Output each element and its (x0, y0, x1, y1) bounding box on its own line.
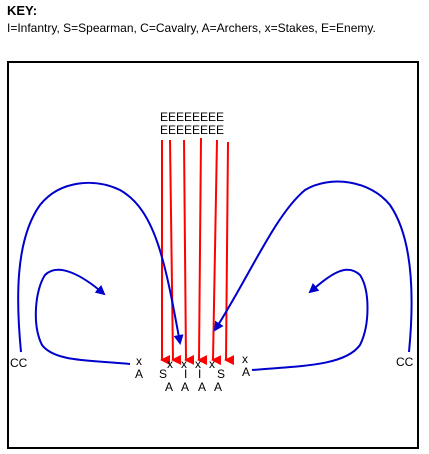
archer-center: A (198, 380, 206, 394)
archer-left: A (135, 367, 143, 381)
enemy-arrow (183, 139, 195, 365)
enemy-arrow (197, 137, 208, 366)
enemy-arrow (169, 139, 182, 365)
key-title: KEY: (7, 3, 38, 18)
cavalry-arrow-left-inner (34, 268, 131, 365)
key-legend: I=Infantry, S=Spearman, C=Cavalry, A=Arc… (7, 21, 376, 35)
cavalry-right: CC (396, 355, 414, 369)
archer-center: A (181, 380, 189, 394)
cavalry-arrow-right-outer (213, 180, 413, 353)
cavalry-arrow-left-outer (17, 181, 184, 353)
cavalry-arrow-right-inner (251, 268, 369, 371)
spearman-right: S (217, 367, 225, 381)
enemy-row-2: EEEEEEEE (160, 123, 224, 137)
enemy-arrow (211, 139, 222, 366)
archer-right: A (242, 365, 250, 379)
spearman-left: S (159, 367, 167, 381)
stake-center: x (209, 357, 215, 371)
battle-diagram-frame (7, 61, 419, 449)
enemy-row-1: EEEEEEEE (160, 110, 224, 124)
infantry: I (198, 367, 201, 381)
stake-center: x (181, 357, 187, 371)
cavalry-left: CC (10, 356, 28, 370)
stake-left: x (136, 354, 142, 368)
enemy-arrow (224, 141, 235, 366)
stake-right: x (242, 352, 248, 366)
stake-center: x (167, 357, 173, 371)
cavalry-flank-arrows (17, 180, 413, 371)
enemy-advance-arrows (160, 137, 235, 366)
archer-center: A (214, 380, 222, 394)
archer-center: A (165, 380, 173, 394)
stake-center: x (195, 357, 201, 371)
infantry: I (184, 367, 187, 381)
